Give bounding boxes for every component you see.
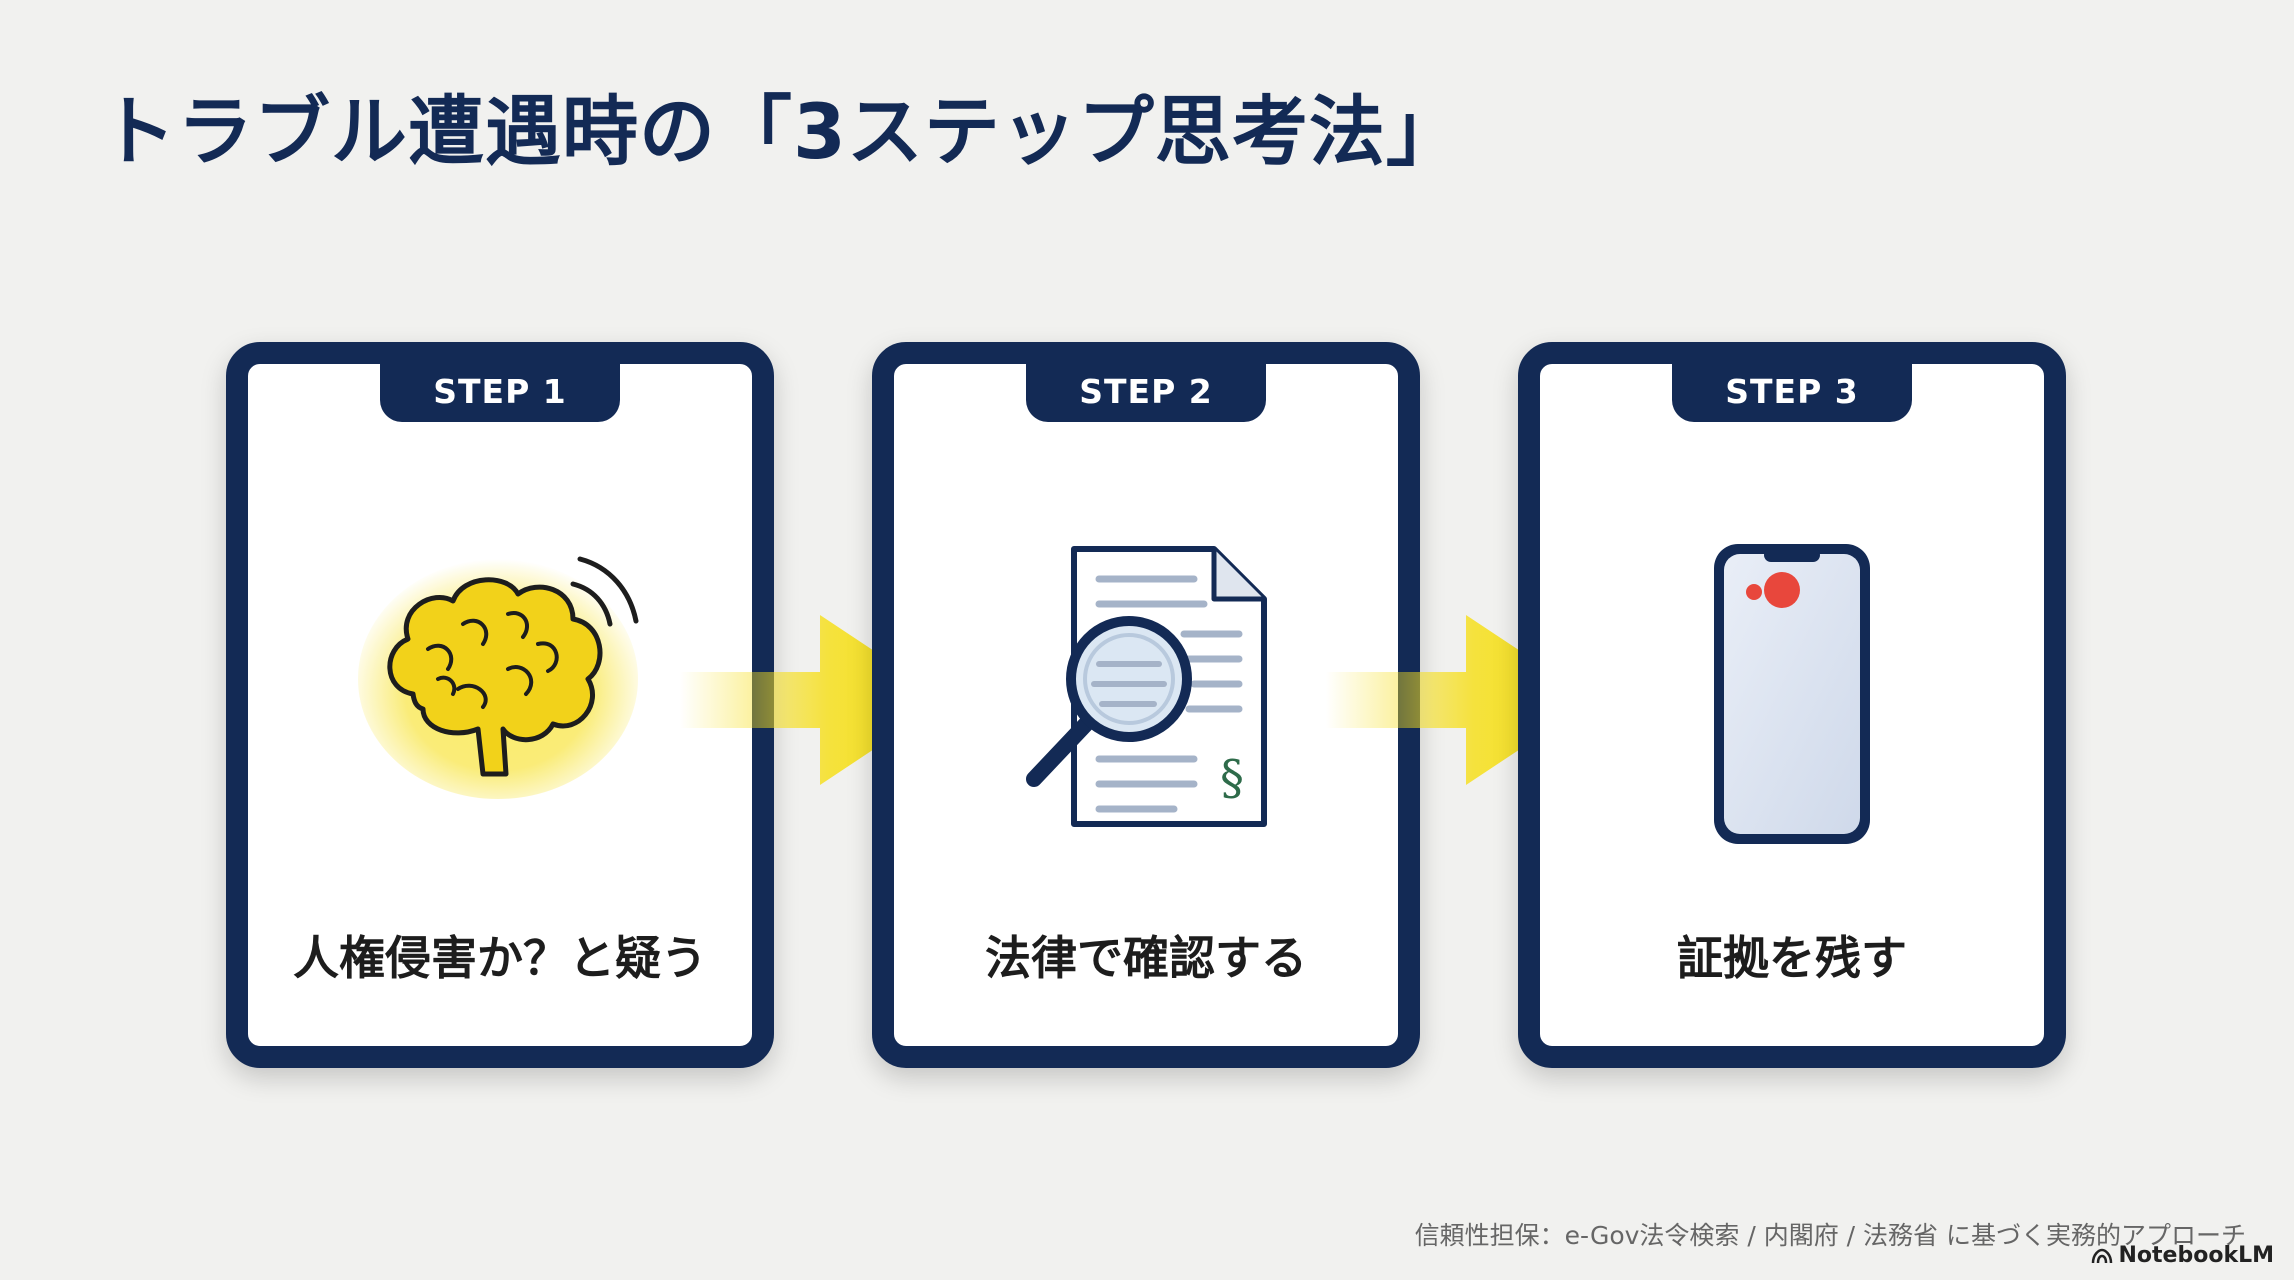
step-caption-1: 人権侵害か？と疑う	[293, 931, 707, 985]
source-footnote: 信頼性担保：e-Gov法令検索 / 内閣府 / 法務省 に基づく実務的アプローチ	[1414, 1221, 2246, 1250]
svg-text:§: §	[1220, 750, 1244, 806]
brand-badge: NotebookLM	[2091, 1243, 2274, 1268]
page-title: トラブル遭遇時の「3ステップ思考法」	[100, 87, 1463, 176]
smartphone-recording-icon	[1714, 544, 1870, 844]
step-caption-2: 法律で確認する	[985, 931, 1307, 985]
brain-icon	[358, 556, 639, 799]
notebooklm-logo-icon	[2091, 1248, 2112, 1263]
document-magnifier-icon: §	[1026, 546, 1267, 827]
step-tab-2: STEP 2	[1026, 360, 1266, 422]
brand-label: NotebookLM	[2118, 1243, 2274, 1268]
step-card-3: STEP 3 証拠を残す	[1518, 342, 2066, 1068]
step-caption-3: 証拠を残す	[1677, 931, 1907, 985]
step-tab-1: STEP 1	[380, 360, 620, 422]
step-tab-3: STEP 3	[1672, 360, 1912, 422]
